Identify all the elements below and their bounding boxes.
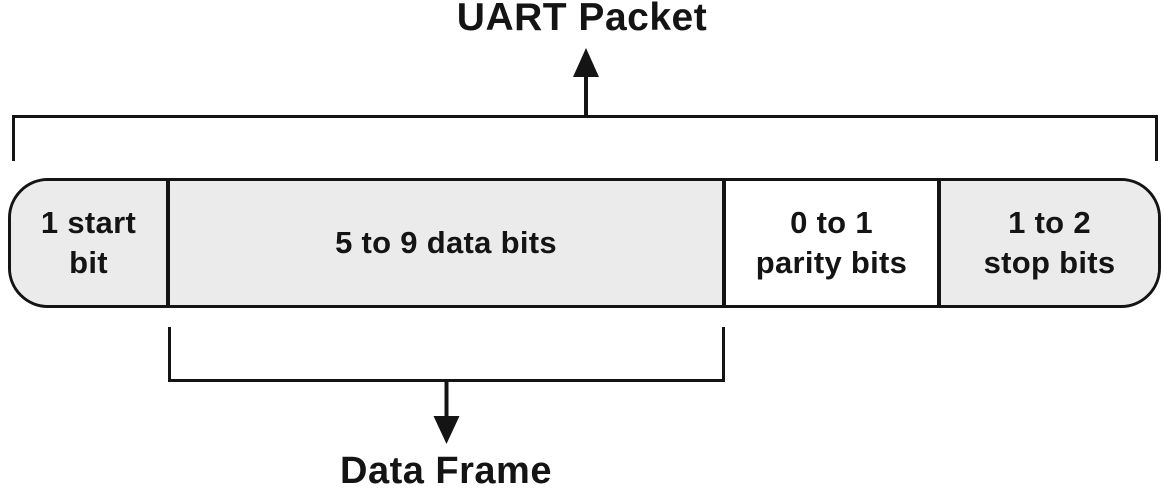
segment-stop-bits: 1 to 2 stop bits <box>941 181 1158 305</box>
uart-packet-bracket <box>12 115 1158 161</box>
segment-data-bits-line1: 5 to 9 data bits <box>335 225 557 260</box>
uart-packet-title: UART Packet <box>456 0 708 39</box>
segment-stop-bits-line1: 1 to 2 <box>1008 205 1091 240</box>
segment-parity-bits-line1: 0 to 1 <box>790 205 873 240</box>
data-frame-title: Data Frame <box>340 450 552 492</box>
down-arrow-icon <box>433 416 460 444</box>
up-arrow-icon <box>573 48 599 77</box>
uart-packet-box: 1 start bit 5 to 9 data bits 0 to 1 pari… <box>8 178 1161 308</box>
segment-stop-bits-line2: stop bits <box>983 245 1116 280</box>
segment-parity-bits-line2: parity bits <box>755 245 908 280</box>
data-frame-bracket <box>168 327 725 382</box>
segment-parity-bits: 0 to 1 parity bits <box>726 181 941 305</box>
segment-data-bits: 5 to 9 data bits <box>170 181 726 305</box>
segment-start-bit-line1: 1 start <box>40 205 137 240</box>
segment-start-bit: 1 start bit <box>11 181 170 305</box>
segment-start-bit-line2: bit <box>69 245 108 280</box>
